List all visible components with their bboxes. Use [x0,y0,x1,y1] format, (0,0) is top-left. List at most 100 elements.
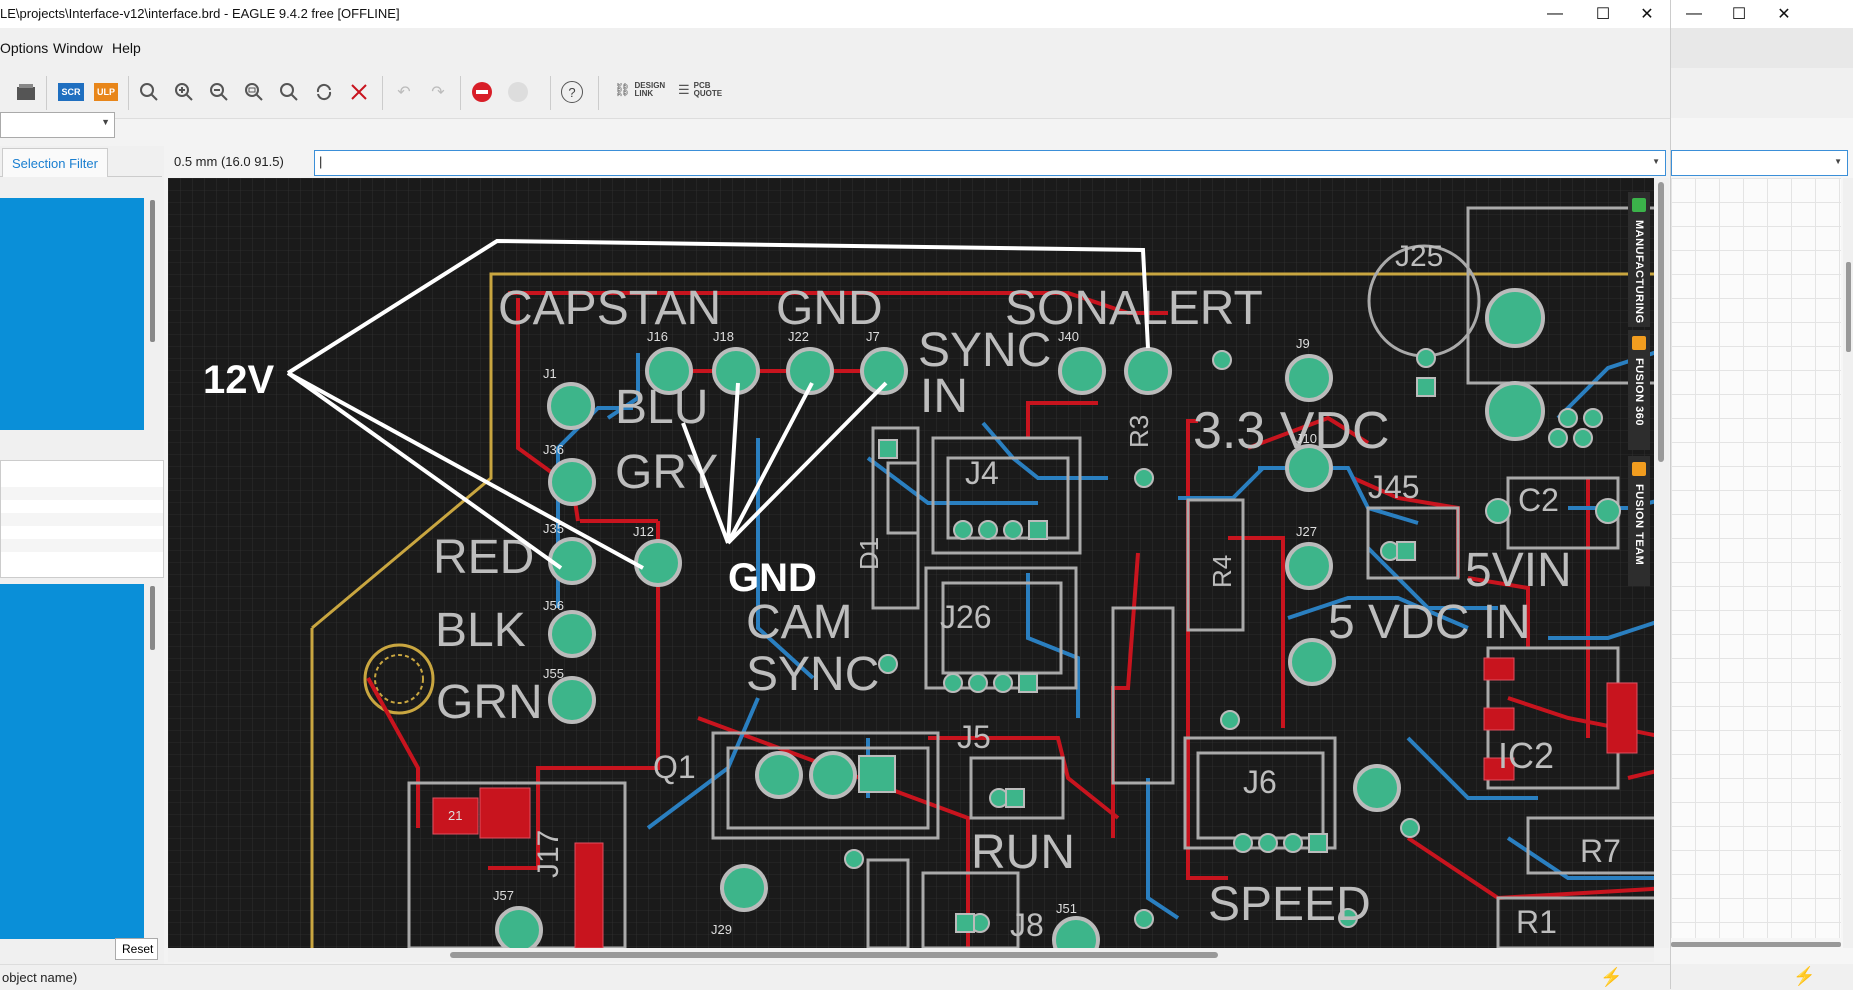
maximize-button[interactable]: ☐ [1595,6,1611,23]
scrollbar-thumb[interactable] [150,200,155,342]
lightning-icon[interactable]: ⚡ [1793,966,1816,986]
ratsnest-icon[interactable] [345,78,373,106]
horizontal-scrollbar[interactable] [168,948,1654,962]
silk-blu: BLU [615,381,708,434]
secondary-window: — ☐ ✕ ▼ ⚡ [1670,0,1853,989]
zoom-out-icon[interactable] [205,78,233,106]
close-button[interactable]: ✕ [1640,6,1654,23]
silk-j5: J5 [957,719,991,755]
go-icon[interactable] [504,78,532,106]
layer-combo[interactable]: ▼ [0,112,115,138]
silk-cam-sync: SYNC [746,648,879,701]
minimize-button[interactable]: — [1547,5,1563,22]
zoom-select-icon[interactable] [275,78,303,106]
toolbar-separator [550,76,551,110]
command-line-input[interactable]: | ▼ [314,150,1666,176]
ulp-button[interactable]: ULP [92,78,120,106]
toolbar-separator [382,76,383,110]
secondary-toolbar [1671,68,1853,118]
pcb-quote-label: PCB QUOTE [693,81,723,98]
property-list[interactable] [0,460,164,578]
toolbar-separator [128,76,129,110]
list-icon: ☰ [678,82,690,97]
toolbar-separator [460,76,461,110]
scrollbar-thumb[interactable] [1658,182,1664,462]
blue-traces [556,346,1669,920]
pad-label-j55: J55 [543,666,564,681]
manufacturing-icon [1632,198,1646,212]
menu-window[interactable]: Window [53,40,103,56]
scr-button[interactable]: SCR [57,78,85,106]
lightning-icon[interactable]: ⚡ [1600,967,1623,987]
reset-button[interactable]: Reset [115,938,158,960]
chevron-down-icon: ▼ [1834,157,1842,166]
fusion-team-icon [1632,462,1646,476]
silk-grn: GRN [436,676,543,729]
tab-fusion-team[interactable]: FUSION TEAM [1628,456,1650,586]
scrollbar-thumb[interactable] [1671,942,1841,947]
silk-r1: R1 [1516,904,1557,940]
tab-fusion-360[interactable]: FUSION 360 [1628,330,1650,450]
pad-label-j7: J7 [866,329,880,344]
tab-selection-filter[interactable]: Selection Filter [2,148,108,177]
help-icon[interactable]: ? [558,78,586,106]
board-svg[interactable]: CAPSTAN GND SONALERT SYNC IN BLU GRY RED… [168,178,1669,948]
pad-label-j35: J35 [543,521,564,536]
secondary-horizontal-scrollbar[interactable] [1671,940,1841,948]
pad-label-j22: J22 [788,329,809,344]
silk-5vin: 5VIN [1465,544,1572,597]
stop-icon[interactable] [468,78,496,106]
silk-sonalert: SONALERT [1005,282,1263,335]
vertical-scrollbar[interactable] [1654,178,1669,948]
secondary-minimize-button[interactable]: — [1686,5,1702,22]
zoom-in-icon[interactable] [170,78,198,106]
design-link-button[interactable]: ⛓ DESIGN LINK [614,82,665,98]
silk-cam: CAM [746,596,853,649]
secondary-command-input[interactable]: ▼ [1671,150,1848,176]
silk-red: RED [433,531,534,584]
help-label: ? [561,81,583,103]
silk-ic2: IC2 [1498,735,1554,776]
design-link-label: DESIGN LINK [634,81,666,98]
silkscreen-text: CAPSTAN GND SONALERT SYNC IN BLU GRY RED… [433,240,1621,943]
chevron-down-icon[interactable]: ▼ [1652,157,1660,166]
pad-label-j51: J51 [1056,901,1077,916]
secondary-vertical-scrollbar[interactable] [1843,178,1853,948]
pad-label-21: 21 [448,808,462,823]
layer-list-panel[interactable] [0,198,144,430]
zoom-fit-icon[interactable] [135,78,163,106]
toolbar: SCR ULP ↶ ↷ ? ⛓ DESIGN LINK ☰ PCB QUOTE [0,68,1670,119]
menu-options[interactable]: Options [0,40,49,56]
redraw-icon[interactable] [310,78,338,106]
pad-label-j36: J36 [543,442,564,457]
annotation-12v: 12V [203,358,274,402]
pad-label-j40: J40 [1058,329,1079,344]
silk-run: RUN [971,826,1075,879]
tab-manufacturing[interactable]: MANUFACTURING [1628,192,1650,327]
small-pads [844,348,1621,933]
board-canvas[interactable]: CAPSTAN GND SONALERT SYNC IN BLU GRY RED… [168,178,1669,948]
silk-c2: C2 [1518,482,1559,518]
zoom-window-icon[interactable] [240,78,268,106]
redo-icon[interactable]: ↷ [431,84,445,101]
pcb-quote-button[interactable]: ☰ PCB QUOTE [678,82,722,98]
title-bar: LE\projects\Interface-v12\interface.brd … [0,0,1670,28]
toolbar-separator [46,76,47,110]
cam-processor-icon[interactable] [12,78,40,106]
scrollbar-thumb[interactable] [450,952,1218,958]
schematic-canvas[interactable] [1671,178,1841,938]
menu-help[interactable]: Help [112,40,141,56]
tab-fusion-team-label: FUSION TEAM [1633,484,1645,566]
undo-icon[interactable]: ↶ [397,84,411,101]
scrollbar-thumb[interactable] [150,586,155,650]
object-list-panel[interactable] [0,584,144,939]
pad-label-j18: J18 [713,329,734,344]
silk-r4: R4 [1207,555,1237,588]
secondary-maximize-button[interactable]: ☐ [1731,6,1747,23]
pad-label-j56: J56 [543,598,564,613]
pad-label-j16: J16 [647,329,668,344]
silk-sync-in-1: SYNC [918,324,1051,377]
scrollbar-thumb[interactable] [1846,262,1851,352]
silk-j26: J26 [940,599,992,635]
secondary-close-button[interactable]: ✕ [1777,6,1791,23]
